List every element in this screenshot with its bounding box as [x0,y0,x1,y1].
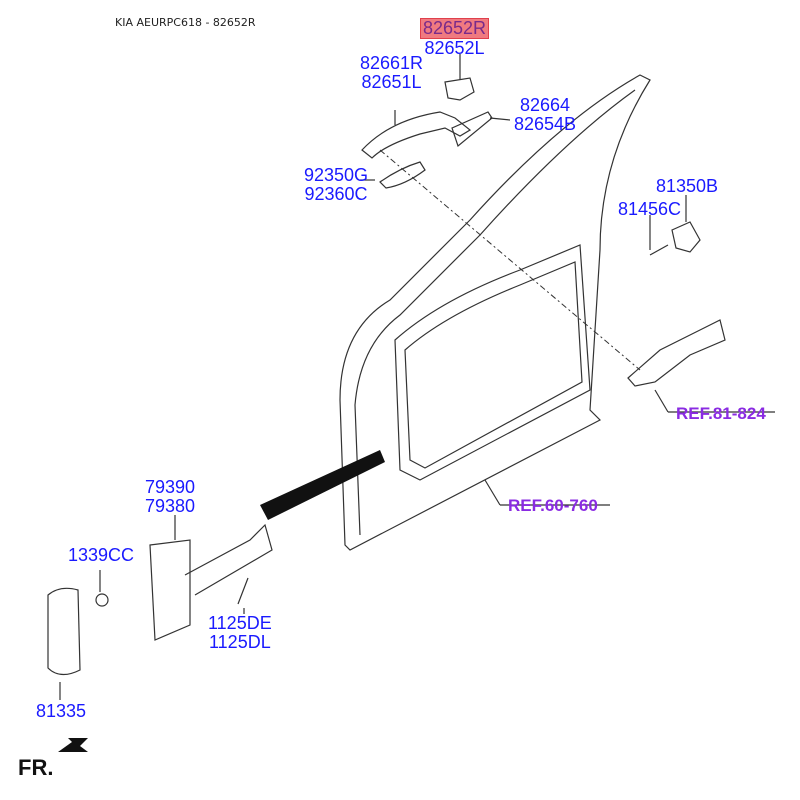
part-number[interactable]: 92350G [304,165,369,185]
part-number[interactable]: 82652L [424,38,485,58]
callout-striker[interactable]: 81350B [656,177,718,196]
part-number[interactable]: 82654B [514,114,577,134]
callout-82652[interactable]: 82652R 82652L [420,18,490,58]
part-number[interactable]: 81456C [618,199,682,219]
callout-checker[interactable]: 79390 79380 [145,478,195,516]
callout-striker-bolt[interactable]: 81456C [618,200,681,219]
diagram-title: KIA AEURPC618 - 82652R [115,16,256,29]
reference-latch[interactable]: REF.81-824 [676,404,766,423]
reference-door[interactable]: REF.60-760 [508,496,598,515]
checker-bolt [237,577,249,605]
front-orientation-label: FR. [18,755,54,780]
outer-handle [361,111,472,159]
callout-bolt[interactable]: 1125DE 1125DL [208,614,272,652]
part-number[interactable]: 92360C [304,184,368,204]
door-bumper [47,587,81,676]
callout-pad[interactable]: 82664 82654B [514,96,576,134]
handle-cap [444,77,475,101]
part-number[interactable]: 82661R [360,53,424,73]
striker-bolt [649,244,669,256]
part-number[interactable]: 82664 [520,95,571,115]
checker-nut [95,593,109,607]
part-number[interactable]: 79390 [145,477,196,497]
door-panel [339,74,651,551]
callout-nut[interactable]: 1339CC [68,546,134,565]
part-number[interactable]: 79380 [145,496,196,516]
door-checker [149,539,191,641]
part-number[interactable]: 1339CC [68,545,135,565]
callout-bezel[interactable]: 92350G 92360C [304,166,368,204]
striker-plate [671,221,701,253]
part-number[interactable]: 1125DE [208,613,272,633]
part-number[interactable]: 81335 [36,701,87,721]
handle-pad [451,111,493,148]
part-number-highlighted[interactable]: 82652R [420,18,490,39]
inner-bezel [379,161,426,189]
callout-handle[interactable]: 82661R 82651L [360,54,423,92]
door-latch [627,319,726,387]
callout-bumper[interactable]: 81335 [36,702,86,721]
part-number[interactable]: 1125DL [209,632,271,652]
part-number[interactable]: 81350B [656,176,719,196]
part-number[interactable]: 82651L [361,72,422,92]
fr-arrow-icon [58,738,88,752]
